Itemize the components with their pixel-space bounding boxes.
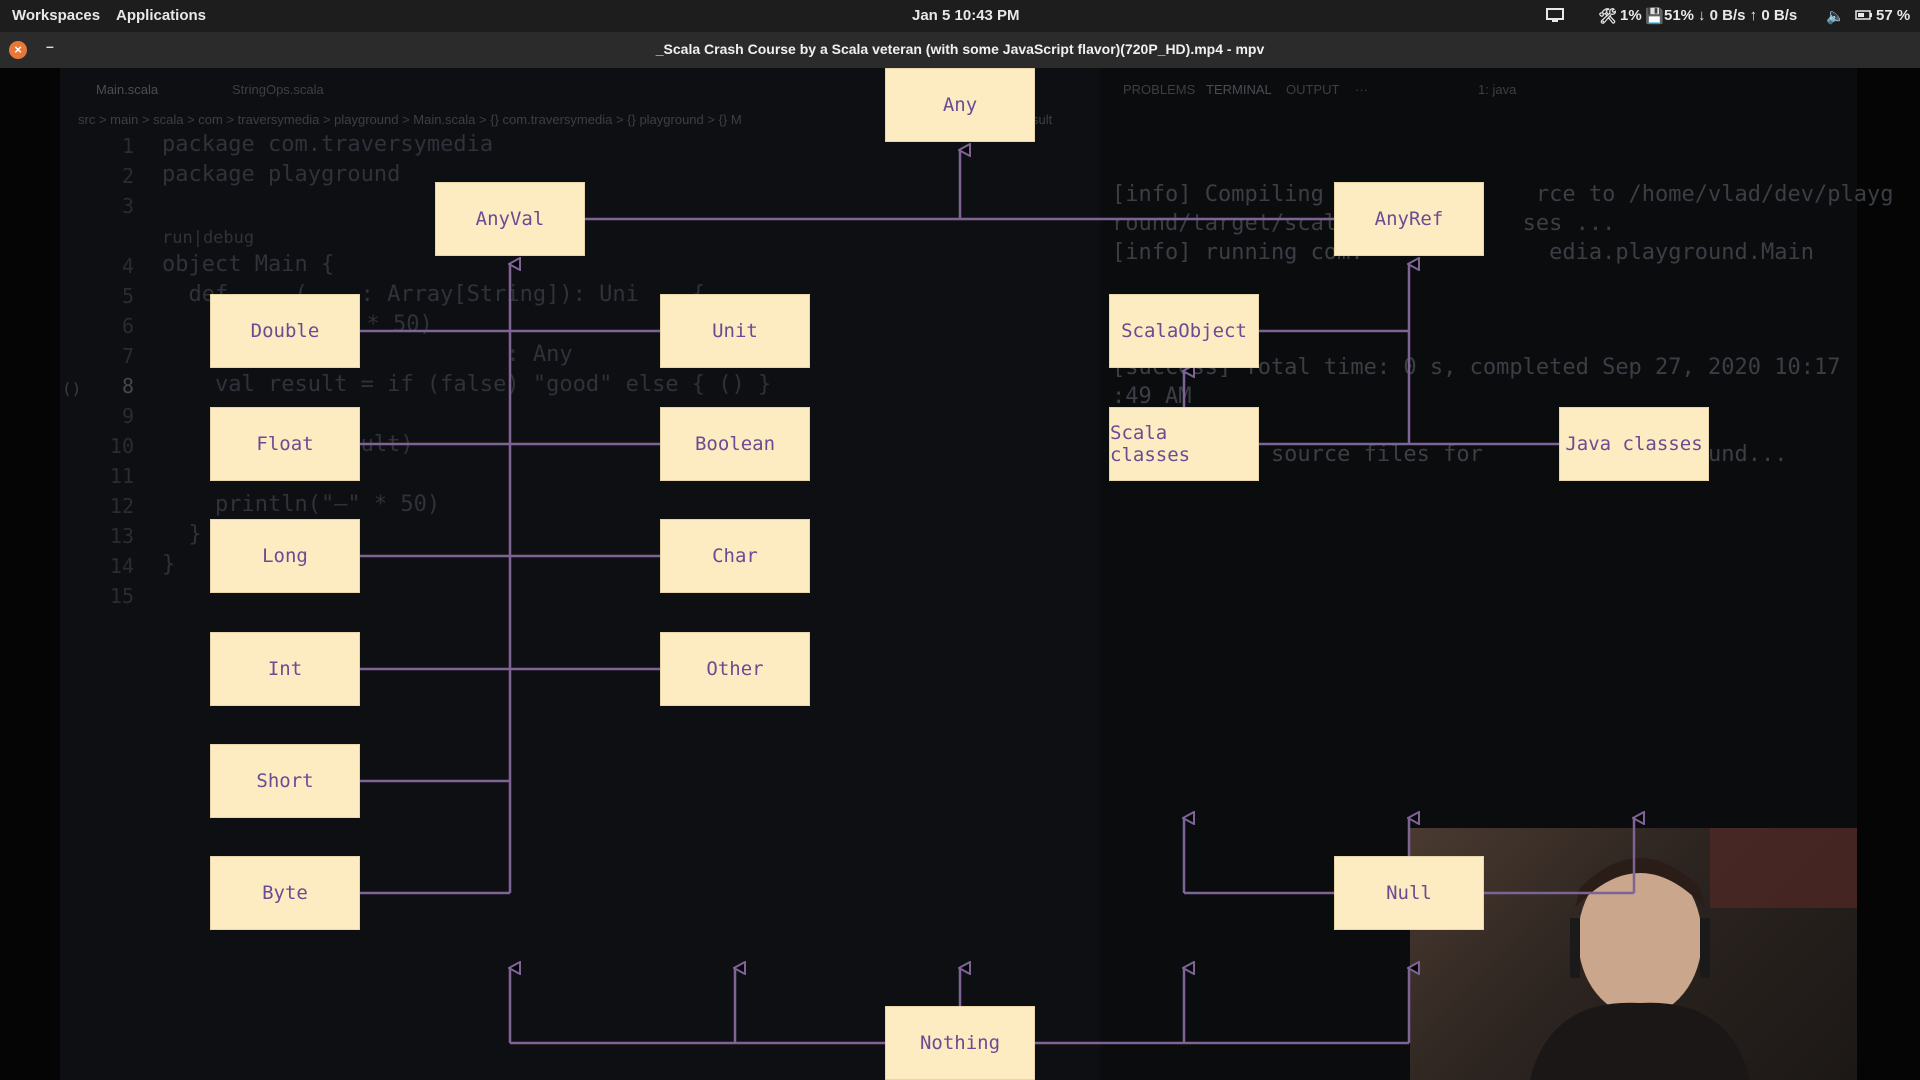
node-anyref: AnyRef [1334,182,1484,256]
node-any: Any [885,68,1035,142]
node-unit: Unit [660,294,810,368]
node-other: Other [660,632,810,706]
node-byte: Byte [210,856,360,930]
terminal-line: :49 AM [1112,384,1192,409]
breadcrumb: src > main > scala > com > traversymedia… [78,112,742,127]
node-long: Long [210,519,360,593]
line-number: 6 [121,314,134,338]
node-scalaobject: ScalaObject [1109,294,1259,368]
code-line: object Main { [162,252,335,277]
cpu-usage: 1% [1620,7,1642,24]
panel-more-icon: ··· [1355,82,1368,97]
line-number: 2 [121,164,134,188]
presenter-silhouette [1530,828,1857,1080]
close-button[interactable]: × [9,41,27,59]
code-lens: run|debug [162,228,255,248]
line-number: 10 [109,434,134,458]
node-null: Null [1334,856,1484,930]
line-number: 9 [121,404,134,428]
video-frame[interactable]: Main.scala StringOps.scala src > main > … [0,68,1920,1080]
node-scala-classes: Scala classes [1109,407,1259,481]
code-line: package com.traversymedia [162,132,494,157]
node-short: Short [210,744,360,818]
node-boolean: Boolean [660,407,810,481]
line-number: 11 [109,464,134,488]
network-speed: ↓ 0 B/s ↑ 0 B/s [1698,7,1798,24]
line-number: 12 [109,494,134,518]
terminal-line: [info] Compiling rce to /home/vlad/dev/p… [1112,182,1894,207]
panel-tab-problems: PROBLEMS [1123,82,1196,97]
clock[interactable]: Jan 5 10:43 PM [912,7,1020,24]
node-double: Double [210,294,360,368]
tools-icon: 🛠 [1598,8,1618,25]
line-number: 8 [121,374,134,398]
breadcrumb-tail: sult [1032,112,1053,127]
node-float: Float [210,407,360,481]
node-java-classes: Java classes [1559,407,1709,481]
line-number: 7 [121,344,134,368]
terminal-line: round/target/scal ses ... [1112,211,1616,236]
node-char: Char [660,519,810,593]
line-number: 1 [121,134,134,158]
disk-icon: 💾 [1645,8,1664,25]
node-anyval: AnyVal [435,182,585,256]
memory-usage: 51% [1664,7,1695,24]
code-line: println("—" * 50) [162,492,441,517]
minimize-button[interactable]: – [46,38,54,54]
battery-icon[interactable] [1855,7,1873,23]
workspaces-menu[interactable]: Workspaces [12,7,101,24]
code-line: } [162,522,202,547]
line-number: 14 [109,554,134,578]
breakpoint-glyph: () [62,379,82,398]
line-number: 15 [109,584,134,608]
line-number: 3 [121,194,134,218]
applications-menu[interactable]: Applications [116,7,207,24]
panel-tab-terminal: TERMINAL [1206,82,1272,97]
window-title: _Scala Crash Course by a Scala veteran (… [655,41,1265,57]
node-nothing: Nothing [885,1006,1035,1080]
editor-tab: StringOps.scala [232,82,324,97]
volume-icon[interactable]: 🔈 [1826,8,1845,25]
terminal-selector: 1: java [1478,82,1517,97]
code-line: } [162,552,176,577]
line-number: 13 [109,524,134,548]
code-line: package playground [162,162,401,187]
panel-tab-output: OUTPUT [1286,82,1340,97]
code-line: val result = if (false) "good" else { ()… [162,372,772,397]
system-top-bar: Workspaces Applications Jan 5 10:43 PM 🛠… [0,0,1920,32]
line-number: 5 [121,284,134,308]
line-number: 4 [121,254,134,278]
screen-share-icon[interactable] [1546,7,1564,23]
editor-tab: Main.scala [96,82,159,97]
window-title-bar: × – _Scala Crash Course by a Scala veter… [0,32,1920,68]
battery-level: 57 % [1876,7,1911,24]
node-int: Int [210,632,360,706]
